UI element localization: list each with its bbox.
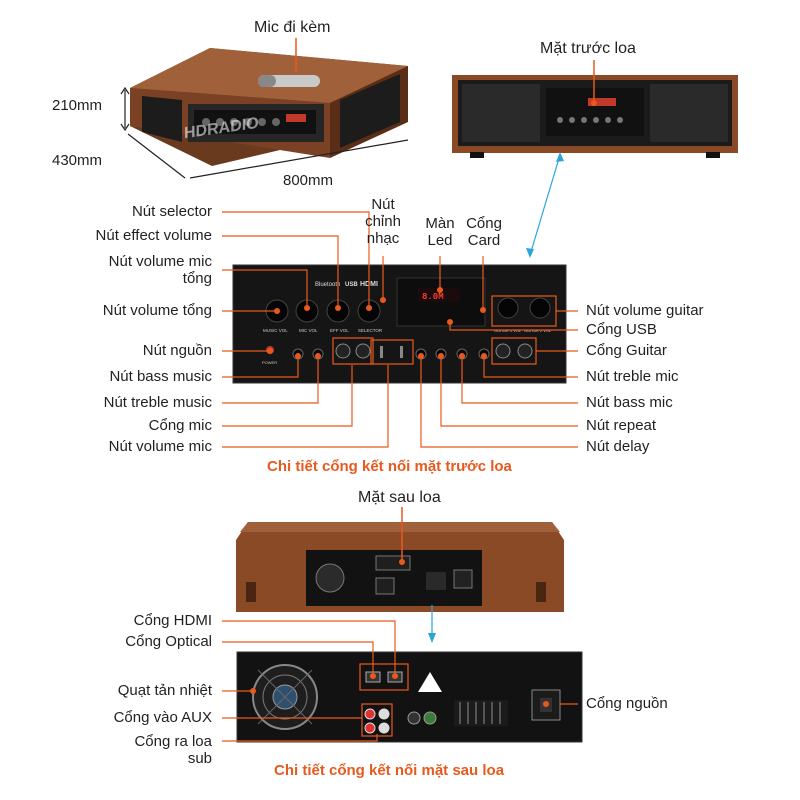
label-optical-port: Cổng Optical: [125, 633, 212, 650]
panel-power-text: POWER: [262, 360, 277, 365]
label-music-adjust: Nút chỉnh nhạc: [365, 196, 401, 247]
speaker-front-image: [452, 75, 738, 158]
panel-eff-vol-text: EFF VOL: [330, 328, 349, 333]
dimension-lines: [120, 86, 409, 179]
dim-width-label: 800mm: [283, 172, 334, 189]
panel-selector-text: SELECTOR: [358, 328, 383, 333]
label-card-port: Cổng Card: [466, 215, 502, 249]
label-hdmi-port: Cổng HDMI: [133, 612, 212, 629]
back-panel-image: [236, 651, 583, 743]
label-guitar-volume: Nút volume guitar: [586, 302, 704, 319]
front-callout-dots: [267, 287, 487, 359]
label-bass-mic: Nút bass mic: [586, 394, 673, 411]
label-led-display: Màn Led: [425, 215, 455, 249]
label-treble-music: Nút treble music: [103, 394, 212, 411]
front-pointer-dot: [591, 100, 597, 106]
panel-mic-vol-text: MIC VOL: [299, 328, 318, 333]
back-callout-dots: [250, 673, 549, 707]
mic-label: Mic đi kèm: [254, 19, 331, 36]
label-usb-port: Cổng USB: [586, 321, 657, 338]
back-callout-lines: [222, 620, 578, 742]
label-guitar-port: Cổng Guitar: [586, 342, 667, 359]
label-repeat: Nút repeat: [586, 417, 657, 434]
panel-music-vol-text: MUSIC VOL: [263, 328, 288, 333]
dim-height-label: 210mm: [52, 97, 103, 114]
label-power-port: Cổng nguồn: [586, 695, 668, 712]
label-selector: Nút selector: [131, 203, 212, 220]
speaker-back-image: [236, 522, 564, 612]
label-treble-mic: Nút treble mic: [586, 368, 679, 385]
label-cooling-fan: Quạt tản nhiệt: [117, 682, 212, 699]
panel-led-readout: 8.0M: [422, 292, 444, 302]
label-sub-out: Cổng ra loa sub: [134, 733, 212, 767]
label-mic-port: Cổng mic: [148, 417, 212, 434]
label-bass-music: Nút bass music: [109, 368, 212, 385]
speaker-perspective-image: [130, 48, 408, 166]
front-panel-image: [232, 264, 567, 384]
panel-usb-text: USB: [345, 282, 358, 288]
front-view-label: Mặt trước loa: [540, 40, 636, 57]
panel-bluetooth-text: Bluetooth: [315, 282, 340, 288]
front-callout-lines: [222, 211, 578, 448]
front-caption: Chi tiết cổng kết nối mặt trước loa: [267, 458, 512, 475]
label-mic-volume: Nút volume mic: [108, 438, 212, 455]
label-delay: Nút delay: [586, 438, 650, 455]
back-pointer-dot: [399, 559, 405, 565]
label-aux-in: Cổng vào AUX: [113, 709, 212, 726]
zoom-pointer-front: [529, 154, 561, 256]
back-view-label: Mặt sau loa: [358, 489, 441, 506]
dim-depth-label: 430mm: [52, 152, 103, 169]
label-effect-volume: Nút effect volume: [95, 227, 212, 244]
label-power-button: Nút nguồn: [142, 342, 212, 359]
back-caption: Chi tiết cổng kết nối mặt sau loa: [274, 762, 505, 779]
label-mic-master-volume: Nút volume mic tổng: [108, 253, 212, 287]
label-master-volume: Nút volume tổng: [102, 302, 212, 319]
